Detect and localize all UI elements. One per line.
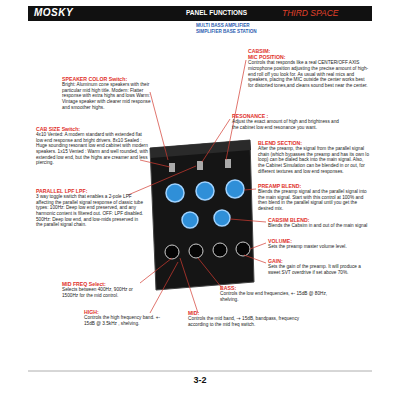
callout-heading: GAIN: — [268, 258, 370, 264]
callout: BASS:Controls the low end frequencies, +… — [220, 285, 344, 302]
subtitle: SIMPLIFIER BASE STATION — [196, 29, 257, 34]
callout-text: Selects between 400Hz, 900Hz or 1500Hz f… — [62, 287, 146, 298]
callout: CABSIM:MIC POSITION:Controls that respon… — [248, 48, 370, 88]
callout-heading: MIC POSITION: — [248, 54, 370, 60]
black-knobs — [165, 242, 250, 259]
callout: VOLUME:Sets the preamp master volume lev… — [268, 238, 370, 250]
pedal-body — [150, 140, 254, 290]
callout-text: Sets the preamp master volume level. — [268, 244, 370, 250]
callout-text: Blends the preamp signal and the paralle… — [258, 189, 370, 211]
callout-text: Adjust the exact amount of high and brig… — [232, 119, 340, 130]
callout: CAB SIZE Switch:4x10 Vented: A modern st… — [36, 126, 148, 166]
product-name: THIRD SPACE — [282, 8, 339, 18]
callout-heading: HIGH: — [84, 309, 170, 315]
header-title: PANEL FUNCTIONS — [186, 9, 247, 16]
callout-heading: RESONANCE : — [232, 113, 340, 119]
header-bar — [28, 6, 372, 21]
callout: PARALLEL LPF LPF:3 way toggle switch tha… — [36, 188, 144, 228]
callout-text: 3 way toggle switch that enables a 2-pol… — [36, 194, 144, 228]
footer-rule — [28, 371, 372, 372]
callout-text: After the preamp, the signal from the pa… — [258, 146, 370, 174]
callout-heading: BLEND SECTION: — [258, 140, 370, 146]
callout-heading: SPEAKER COLOR Switch: — [62, 76, 154, 82]
callout-text: Controls the high frequency band. +- 15d… — [84, 315, 170, 326]
page-number: 3-2 — [193, 375, 206, 385]
callout: CABSIM BLEND:Blends the Cabsim in and ou… — [268, 217, 370, 229]
callout-text: Bright: Aluminum cone speakers with thei… — [62, 82, 154, 110]
callout-heading: PREAMP BLEND: — [258, 183, 370, 189]
callout: MID:Controls the mid band, -+ 15dB, band… — [188, 310, 320, 327]
callout-heading: CABSIM BLEND: — [268, 217, 370, 223]
callout-text: Blends the Cabsim in and out of the main… — [268, 223, 370, 229]
callout-text: Sets the gain of the preamp. It will pro… — [268, 264, 370, 275]
callout: PREAMP BLEND:Blends the preamp signal an… — [258, 183, 370, 212]
callout: HIGH:Controls the high frequency band. +… — [84, 309, 170, 326]
blue-knobs — [166, 180, 244, 228]
callout-heading: PARALLEL LPF LPF: — [36, 188, 144, 194]
callout-heading: CABSIM: — [248, 48, 370, 54]
brand-logo: MOSKY — [34, 7, 73, 18]
callout: SPEAKER COLOR Switch:Bright: Aluminum co… — [62, 76, 154, 110]
callout-text: Controls the low end frequencies, +- 15d… — [220, 291, 344, 302]
callout-heading: BASS: — [220, 285, 344, 291]
callout-text: Controls that responds like a real CENTE… — [248, 60, 370, 88]
toggle-switches — [169, 159, 231, 172]
callout: BLEND SECTION:After the preamp, the sign… — [258, 140, 370, 174]
callout-heading: VOLUME: — [268, 238, 370, 244]
callout-text: 4x10 Vented: A modern standard with exte… — [36, 132, 148, 166]
callout: RESONANCE :Adjust the exact amount of hi… — [232, 113, 340, 130]
callout-heading: CAB SIZE Switch: — [36, 126, 148, 132]
callout-heading: MID: — [188, 310, 320, 316]
callout-text: Controls the mid band, -+ 15dB, bandpass… — [188, 316, 320, 327]
callout-heading: MID FREQ Select: — [62, 281, 146, 287]
callout: GAIN:Sets the gain of the preamp. It wil… — [268, 258, 370, 275]
callout: MID FREQ Select:Selects between 400Hz, 9… — [62, 281, 146, 298]
subtitle: MULTI BASS AMPLIFIER — [196, 23, 250, 28]
